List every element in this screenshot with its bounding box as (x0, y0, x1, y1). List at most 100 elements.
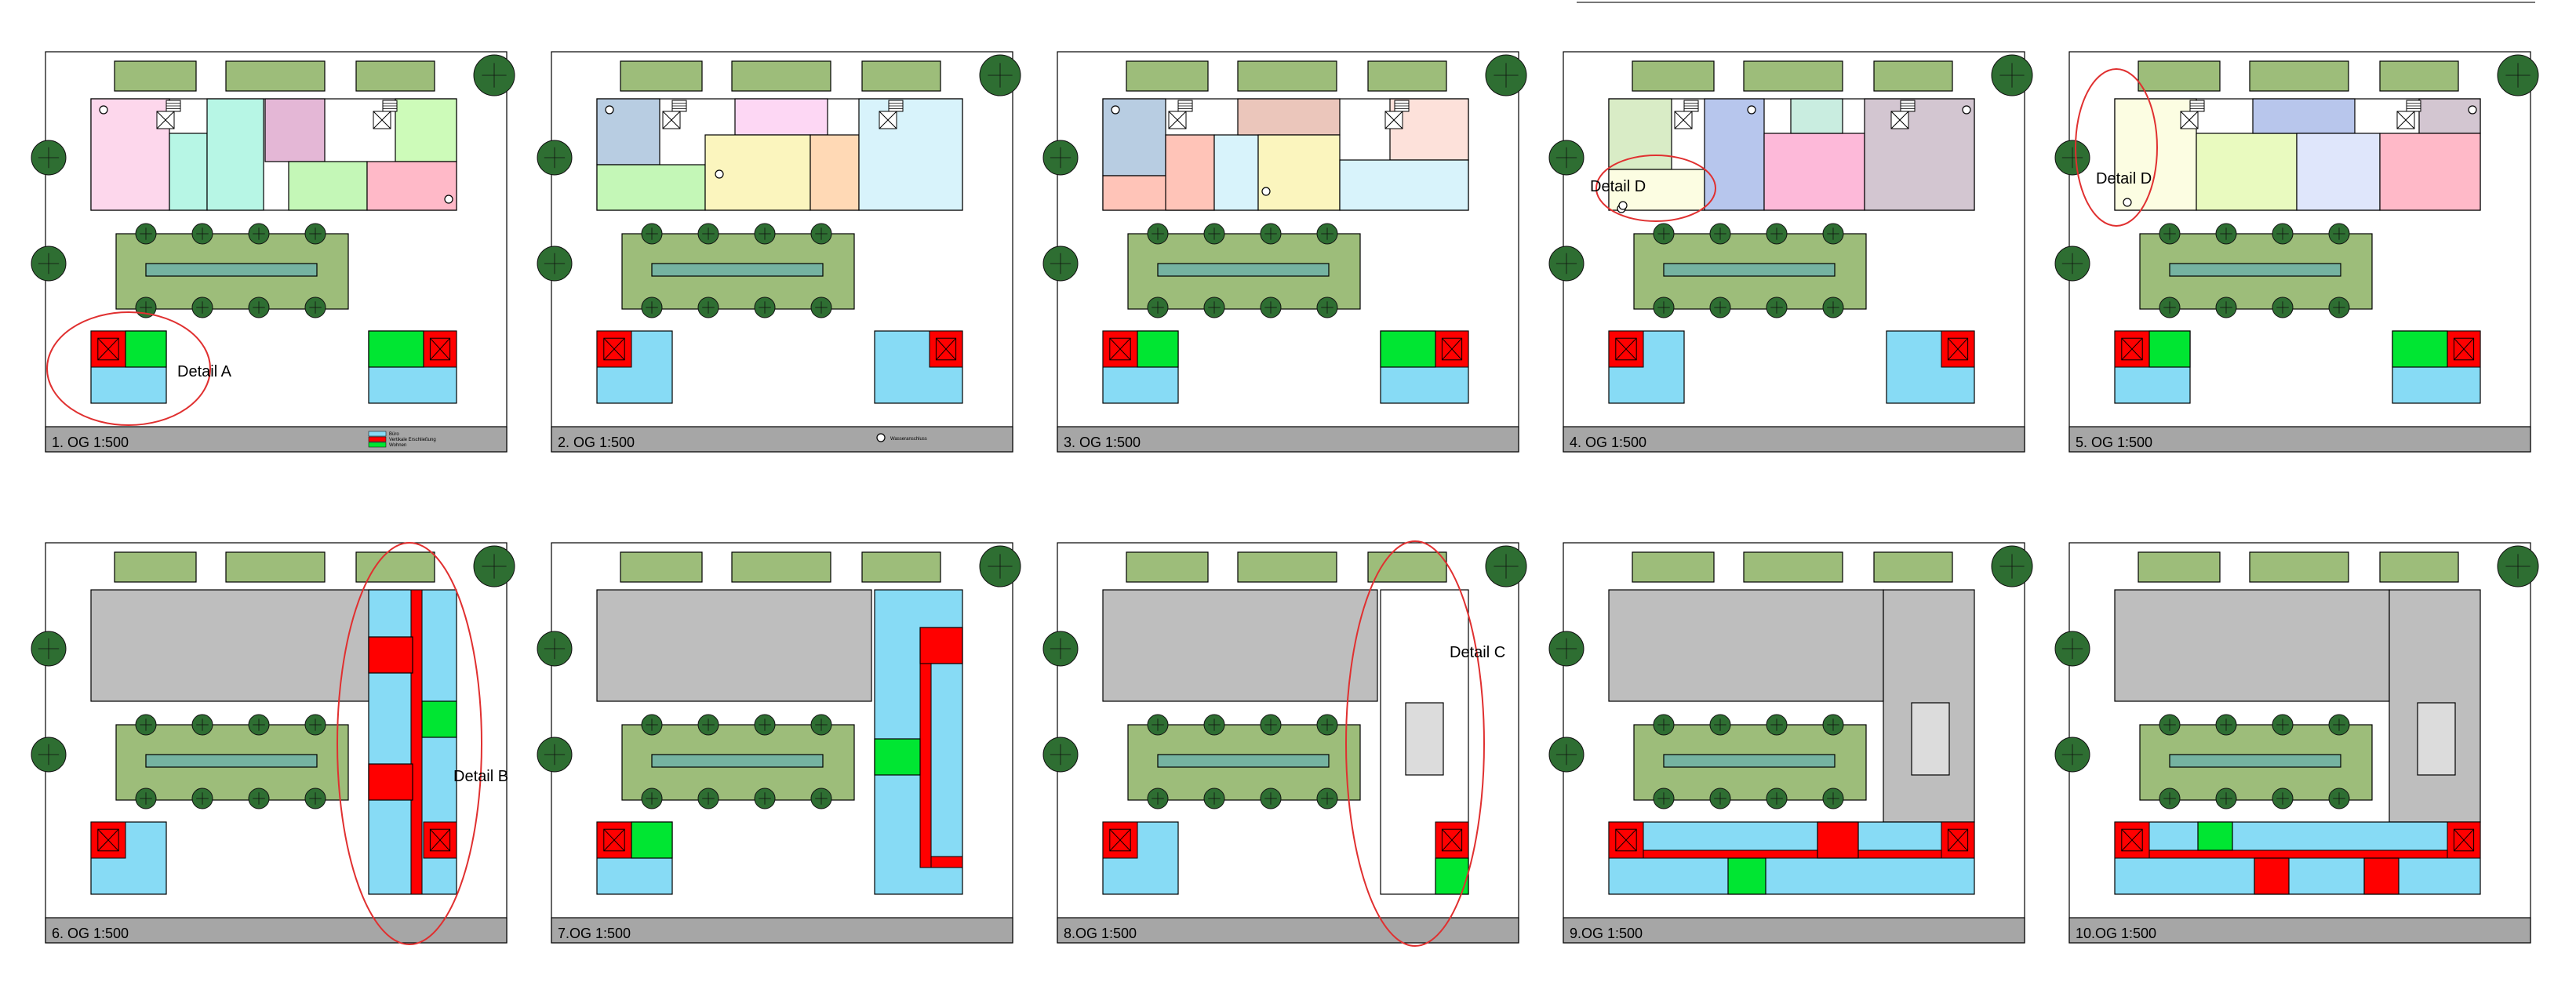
planter (114, 60, 197, 92)
tree-icon (1042, 737, 1079, 773)
stair-core-icon (2114, 821, 2150, 859)
tree-icon (2159, 788, 2181, 809)
tree-icon (2272, 788, 2294, 809)
planter (225, 60, 326, 92)
tree-icon (1147, 296, 1169, 318)
existing-hall (2114, 589, 2390, 702)
tree-icon (248, 714, 270, 736)
tree-icon (2215, 788, 2237, 809)
existing-hall (1608, 589, 1884, 702)
planter (225, 551, 326, 583)
planter (2379, 551, 2459, 583)
apartment-room (1257, 134, 1341, 211)
stair-core-icon (1435, 330, 1469, 368)
tree-icon (810, 296, 832, 318)
tree-icon (1822, 714, 1844, 736)
water-connection-marker (2468, 105, 2477, 115)
residential-unit (631, 821, 673, 859)
tree-icon (1822, 788, 1844, 809)
floor-plan-panel: 3. OG 1:500 (1042, 51, 1527, 453)
tree-icon (2215, 223, 2237, 245)
planter (2249, 60, 2349, 92)
tree-icon (473, 545, 515, 587)
lift-icon (1168, 111, 1187, 129)
residential-unit (368, 330, 424, 368)
circulation (368, 636, 413, 674)
tree-icon (2159, 223, 2181, 245)
tree-icon (537, 631, 573, 667)
water-basin (1663, 754, 1836, 768)
apartment-room (2296, 133, 2381, 211)
tree-icon (135, 223, 157, 245)
floor-caption: 7.OG 1:500 (558, 926, 631, 941)
existing-hall (90, 589, 410, 702)
legend-marker: Wasseranschluss (890, 437, 927, 442)
tree-icon (2272, 223, 2294, 245)
tree-icon (1260, 223, 1282, 245)
detail-d-label: Detail D (1590, 178, 1646, 195)
stair-icon (671, 100, 687, 112)
existing-hall (596, 589, 872, 702)
apartment-room (2379, 133, 2481, 211)
tree-icon (1260, 788, 1282, 809)
water-basin (651, 263, 824, 277)
tree-icon (31, 140, 67, 176)
tree-icon (31, 246, 67, 282)
stair-core-icon (1941, 821, 1975, 859)
water-basin (2169, 754, 2341, 768)
tree-icon (135, 788, 157, 809)
stair-icon (2406, 100, 2421, 112)
tree-icon (1316, 788, 1338, 809)
tree-icon (641, 296, 663, 318)
apartment-room (1790, 98, 1843, 134)
apartment-room (810, 134, 860, 211)
detail-highlight (1595, 155, 1716, 222)
caption-bar (551, 426, 1013, 453)
planter (1126, 551, 1209, 583)
stair-core-icon (2447, 330, 2481, 368)
planter (620, 551, 703, 583)
tree-icon (1147, 714, 1169, 736)
caption-bar (1057, 426, 1519, 453)
water-basin (145, 263, 318, 277)
shaft (2417, 702, 2456, 776)
stair-icon (1900, 100, 1916, 112)
detail-c-label: Detail C (1450, 644, 1505, 661)
lift-icon (2180, 111, 2199, 129)
tree-icon (1548, 737, 1585, 773)
planter (1126, 60, 1209, 92)
stair-core-icon (1102, 330, 1138, 368)
detail-b-label: Detail B (453, 768, 508, 785)
legend-circulation: Vertikale Erschließung (389, 438, 436, 442)
water-basin (1663, 263, 1836, 277)
planter (731, 60, 831, 92)
stair-icon (888, 100, 904, 112)
tree-icon (1822, 296, 1844, 318)
residential-unit (421, 700, 457, 738)
planter (1743, 551, 1843, 583)
water-basin (2169, 263, 2341, 277)
tree-icon (1042, 140, 1079, 176)
floor-caption: 8.OG 1:500 (1064, 926, 1137, 941)
tree-icon (1316, 714, 1338, 736)
apartment-room (1704, 98, 1765, 211)
tree-icon (1203, 714, 1225, 736)
planter (1237, 551, 1337, 583)
planter (1873, 60, 1953, 92)
tree-icon (697, 788, 719, 809)
tree-icon (1042, 631, 1079, 667)
planter (1632, 551, 1715, 583)
apartment-room (1763, 133, 1865, 211)
stair-core-icon (90, 330, 126, 368)
planter (2379, 60, 2459, 92)
water-basin (651, 754, 824, 768)
apartment-room (1213, 134, 1259, 211)
planter (1632, 60, 1715, 92)
tree-icon (1147, 788, 1169, 809)
lift-icon (662, 111, 681, 129)
